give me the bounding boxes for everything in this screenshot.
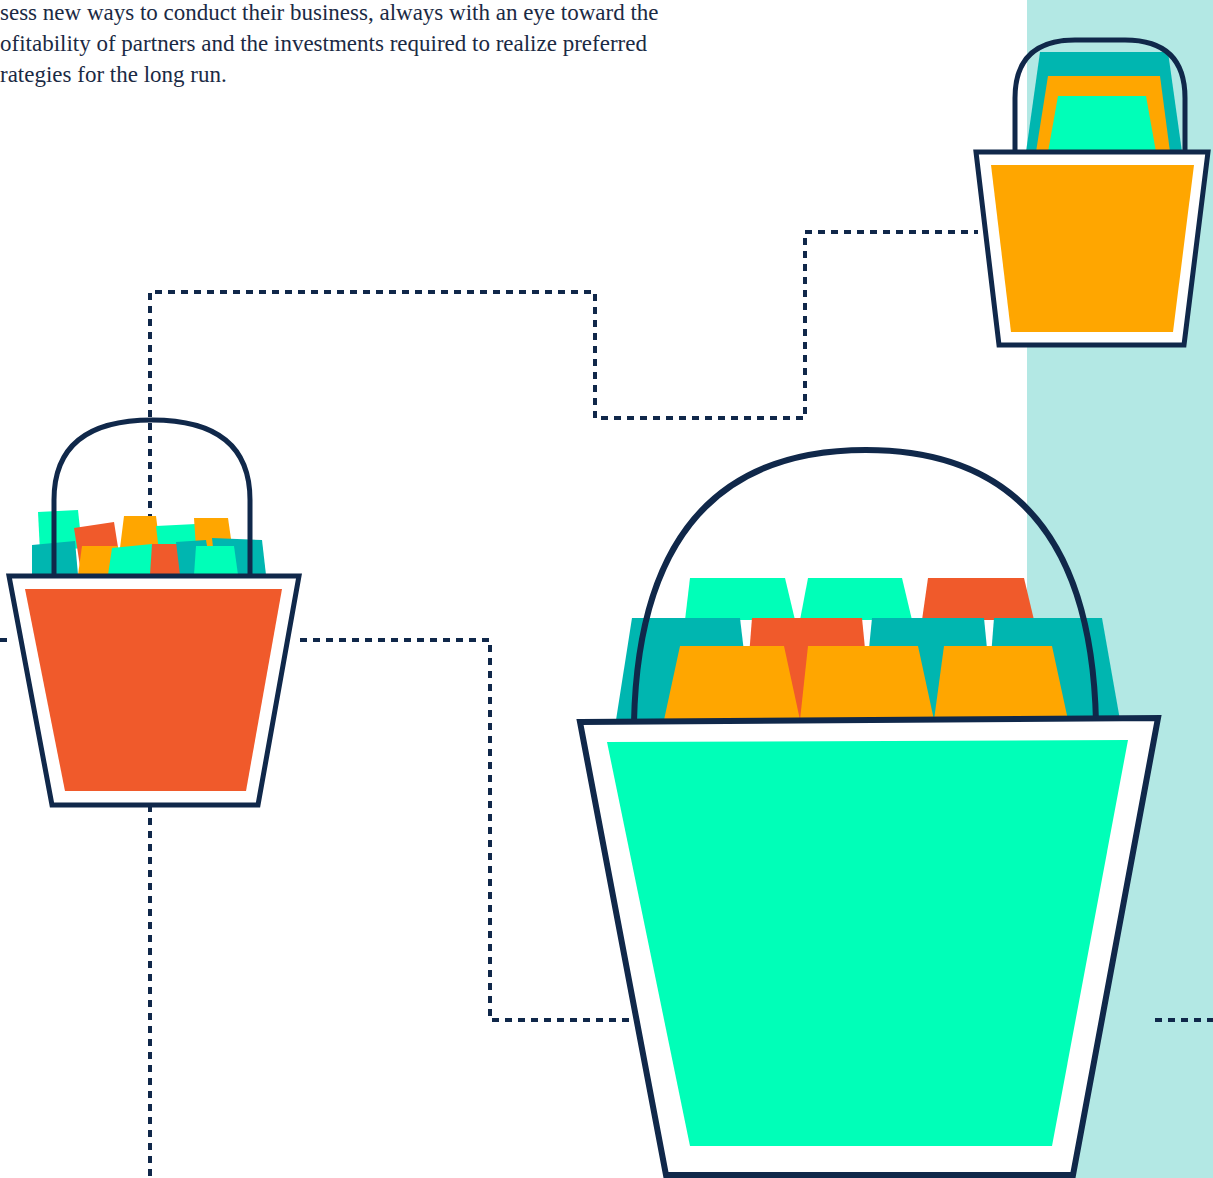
body-text-line: ofitability of partners and the investme… (0, 28, 647, 59)
body-text-line: rategies for the long run. (0, 59, 227, 90)
body-text-line: sess new ways to conduct their business,… (0, 0, 659, 28)
